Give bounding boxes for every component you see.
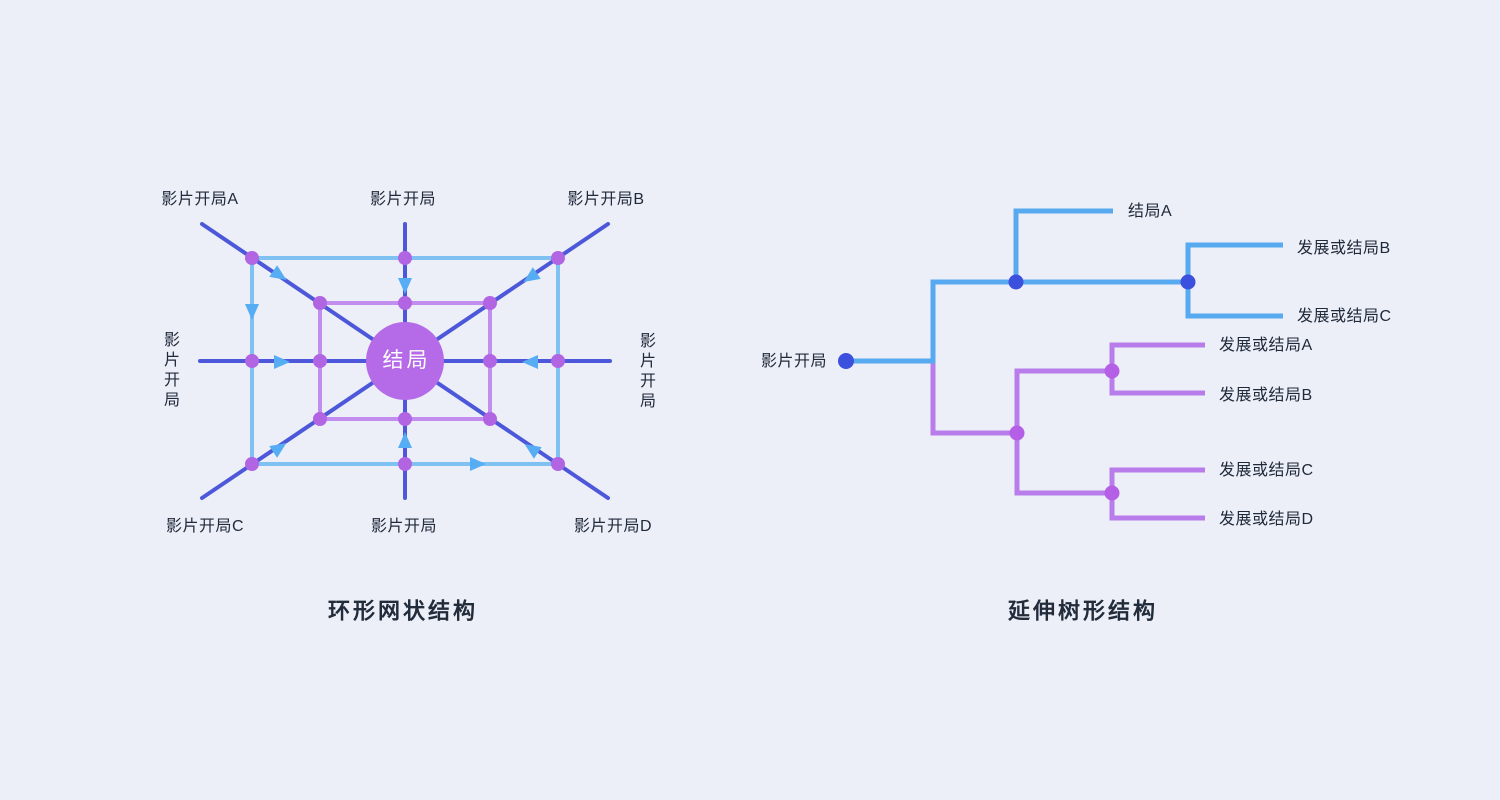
mesh-diagram-title: 环形网状结构 xyxy=(327,598,479,624)
node-dot xyxy=(398,457,412,471)
arrow-nw-icon xyxy=(524,443,542,459)
flow-arrows xyxy=(245,265,542,471)
tree-leaf-label-ending-a: 结局A xyxy=(1128,203,1173,220)
tree-purple-branch-upper xyxy=(1014,368,1112,433)
arrow-left-icon xyxy=(522,355,538,369)
node-dot xyxy=(313,412,327,426)
tree-purple-trunk xyxy=(930,363,1017,436)
ending-circle-label: 结局 xyxy=(382,348,431,372)
tree-diagram-title: 延伸树形结构 xyxy=(1007,598,1159,624)
node-dot xyxy=(551,457,565,471)
mesh-label-opening-left: 影片开局 xyxy=(161,331,178,411)
tree-root-label: 影片开局 xyxy=(760,353,827,370)
tree-purple-leaf-b xyxy=(1109,371,1205,396)
tree-node-dot xyxy=(1009,425,1025,441)
node-dot xyxy=(398,296,412,310)
node-dot xyxy=(398,412,412,426)
mesh-label-opening-c: 影片开局C xyxy=(165,518,245,535)
tree-blue-leaf-b xyxy=(1185,242,1283,282)
mesh-label-opening-right: 影片开局 xyxy=(637,332,654,412)
tree-purple-branch-lower xyxy=(1014,433,1112,496)
tree-structure-graphic xyxy=(838,208,1283,521)
arrow-right-icon xyxy=(274,355,290,369)
mesh-node-dots xyxy=(245,251,565,471)
mesh-label-opening-bottom: 影片开局 xyxy=(370,518,438,535)
tree-blue-leaf-ending-a xyxy=(1013,208,1113,282)
tree-root-dot xyxy=(838,353,854,369)
arrow-down-icon xyxy=(398,278,412,294)
node-dot xyxy=(245,354,259,368)
tree-node-dot xyxy=(1008,274,1024,290)
node-dot xyxy=(313,354,327,368)
tree-purple-leaf-a xyxy=(1109,342,1205,371)
mesh-label-opening-a: 影片开局A xyxy=(161,191,239,208)
mesh-label-opening-b: 影片开局B xyxy=(567,191,645,208)
tree-node-dot xyxy=(1180,274,1196,290)
tree-node-dot xyxy=(1104,363,1120,379)
tree-purple-leaf-d xyxy=(1109,493,1205,521)
arrow-se-icon xyxy=(269,265,287,281)
node-dot xyxy=(245,457,259,471)
tree-leaf-label-dev-b2: 发展或结局B xyxy=(1219,387,1313,404)
node-dot xyxy=(398,251,412,265)
mesh-label-opening-top: 影片开局 xyxy=(369,191,437,208)
tree-leaf-label-dev-c2: 发展或结局C xyxy=(1219,462,1314,479)
tree-blue-trunk xyxy=(850,279,1188,364)
arrow-down-icon xyxy=(245,304,259,320)
arrow-sw-icon xyxy=(523,267,541,283)
node-dot xyxy=(313,296,327,310)
tree-blue-leaf-c xyxy=(1185,282,1283,319)
ending-circle xyxy=(366,322,444,400)
arrow-right-icon xyxy=(470,457,486,471)
tree-leaf-label-dev-b: 发展或结局B xyxy=(1297,240,1391,257)
tree-leaf-label-dev-c: 发展或结局C xyxy=(1297,308,1392,325)
mesh-structure-graphic xyxy=(198,222,612,500)
node-dot xyxy=(483,354,497,368)
tree-node-dot xyxy=(1104,485,1120,501)
arrow-up-icon xyxy=(398,432,412,448)
node-dot xyxy=(551,354,565,368)
node-dot xyxy=(551,251,565,265)
node-dot xyxy=(245,251,259,265)
node-dot xyxy=(483,412,497,426)
node-dot xyxy=(483,296,497,310)
mesh-label-opening-d: 影片开局D xyxy=(573,518,653,535)
tree-leaf-label-dev-d2: 发展或结局D xyxy=(1219,511,1314,528)
arrow-ne-icon xyxy=(269,442,287,458)
tree-purple-leaf-c xyxy=(1109,467,1205,493)
tree-leaf-label-dev-a2: 发展或结局A xyxy=(1219,337,1313,354)
